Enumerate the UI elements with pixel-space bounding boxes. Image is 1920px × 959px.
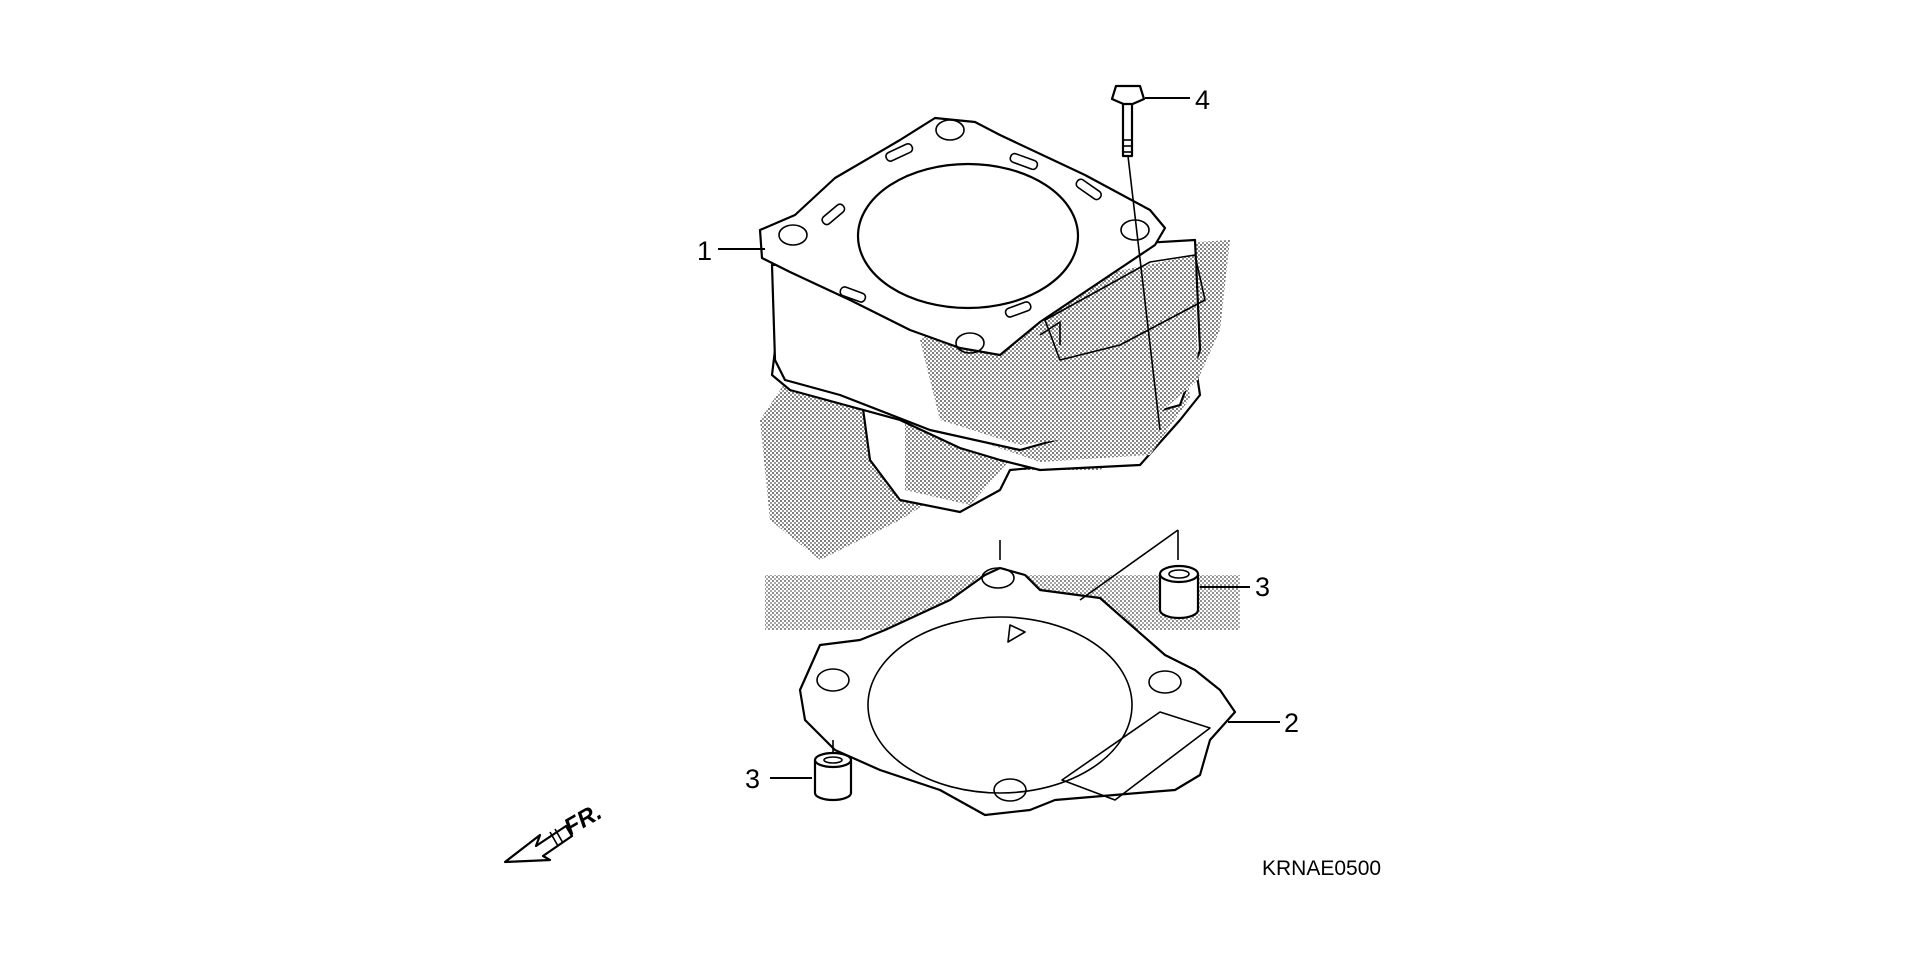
part-gasket [798,540,1237,817]
callout-1: 1 [697,236,712,266]
part-cylinder [758,116,1206,514]
front-direction-arrow: FR. [503,798,606,864]
part-bolt [1110,84,1161,431]
part-dowel-pin-upper [1079,529,1200,620]
callout-4: 4 [1195,85,1210,115]
callout-3-upper: 3 [1255,572,1270,602]
part-dowel-pin-lower [813,740,853,802]
callout-2: 2 [1284,708,1299,738]
drawing-code: KRNAE0500 [1262,857,1381,880]
callout-3-lower: 3 [745,764,760,794]
